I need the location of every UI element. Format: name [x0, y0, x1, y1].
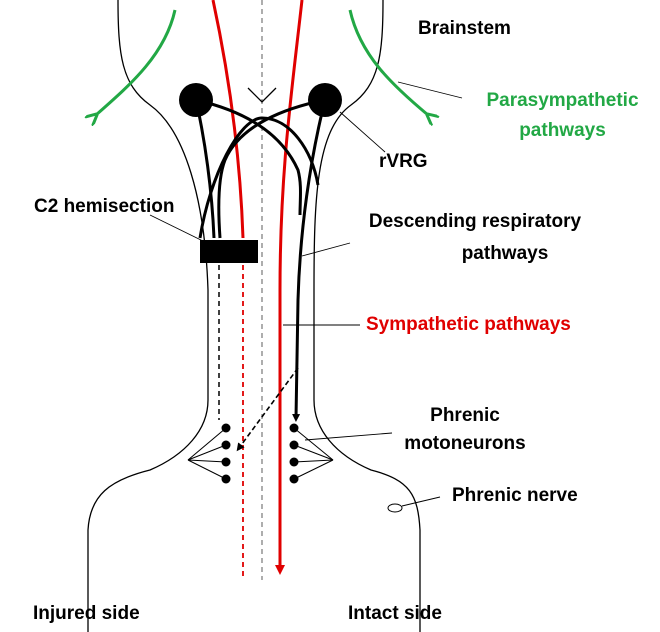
- rvrg-connection-right-down: [296, 100, 325, 418]
- label-brainstem: Brainstem: [418, 17, 511, 41]
- rvrg-neuron-left: [179, 83, 213, 117]
- crossed-phrenic-pathway: [239, 368, 298, 448]
- label-sympathetic-pathways: Sympathetic pathways: [366, 313, 571, 337]
- label-descending-respiratory-pathways: Descending respiratory pathways: [330, 210, 620, 266]
- label-phrenic-motoneurons-line2: motoneurons: [395, 432, 535, 456]
- parasympathetic-pathway-left: [96, 10, 175, 115]
- phrenic-motoneurons-left: [188, 424, 231, 484]
- c2-hemisection-block: [200, 240, 258, 263]
- leader-c2-hemisection: [150, 215, 205, 242]
- phrenic-motoneurons-right: [290, 424, 334, 484]
- label-phrenic-nerve: Phrenic nerve: [452, 484, 578, 508]
- label-descending-line1: Descending respiratory: [330, 210, 620, 234]
- leader-rvrg: [340, 112, 385, 152]
- phrenic-nerve-marker: [388, 504, 402, 512]
- label-parasympathetic-line1: Parasympathetic: [465, 89, 660, 113]
- label-descending-line2: pathways: [330, 242, 620, 266]
- parasympathetic-pathway-right: [350, 10, 428, 115]
- leader-phrenic-nerve: [402, 497, 440, 506]
- label-parasympathetic-pathways: Parasympathetic pathways: [465, 89, 660, 143]
- rvrg-neuron-right: [308, 83, 342, 117]
- label-injured-side: Injured side: [33, 602, 140, 626]
- label-c2-hemisection: C2 hemisection: [34, 195, 174, 219]
- leader-phrenic-motoneurons: [305, 433, 392, 440]
- label-rvrg: rVRG: [379, 150, 428, 174]
- label-phrenic-motoneurons-line1: Phrenic: [395, 404, 535, 428]
- label-phrenic-motoneurons: Phrenic motoneurons: [395, 404, 535, 456]
- label-parasympathetic-line2: pathways: [465, 119, 660, 143]
- label-intact-side: Intact side: [348, 602, 442, 626]
